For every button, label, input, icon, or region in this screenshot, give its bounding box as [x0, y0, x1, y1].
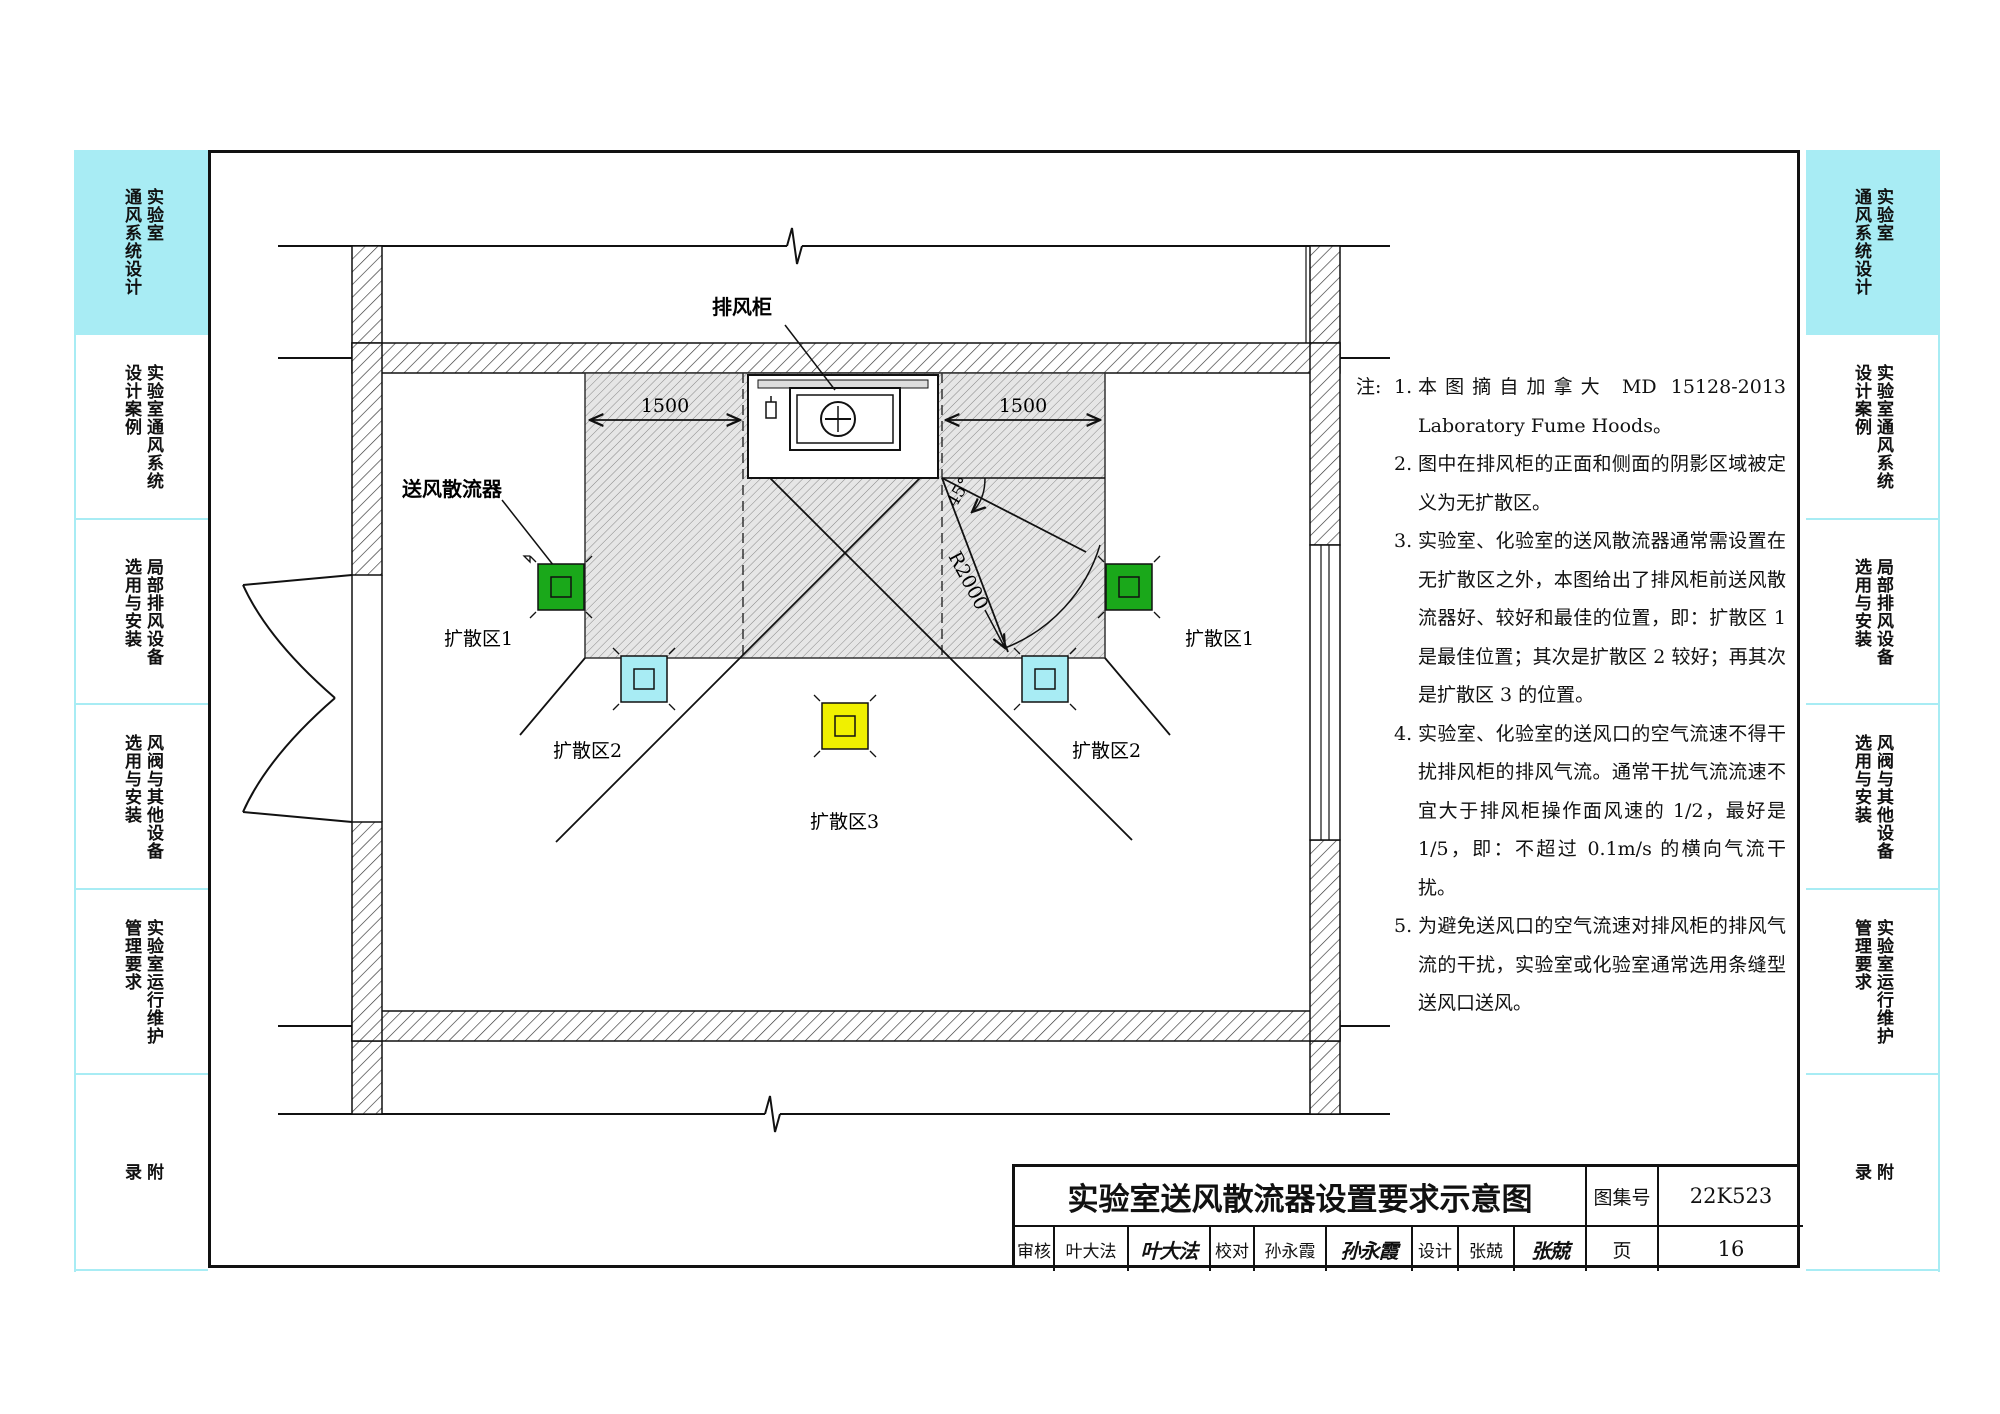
checker-signature: 孙永霞 — [1327, 1227, 1413, 1271]
diffuser-zone1-right — [1097, 555, 1161, 619]
right-section-tabs: 实验室 通风系统设计 实验室通风系统 设计案例 局部排风设备 选用与安装 风阀与… — [1806, 150, 1940, 1272]
drawing-title: 实验室送风散流器设置要求示意图 — [1015, 1167, 1587, 1227]
fume-hood — [747, 374, 939, 479]
tab-label: 局部排风设备 选用与安装 — [1851, 557, 1893, 666]
tab-label: 实验室通风系统 设计案例 — [121, 363, 163, 490]
diffuser-label: 送风散流器 — [402, 477, 503, 501]
dimension-right: 1500 — [999, 395, 1047, 417]
design-label: 设计 — [1413, 1227, 1459, 1271]
fume-hood-label: 排风柜 — [712, 295, 772, 319]
designer-signature: 张兢 — [1515, 1227, 1587, 1271]
check-label: 校对 — [1211, 1227, 1255, 1271]
diffuser-zone2-left — [612, 647, 676, 711]
note-number: 3. — [1394, 530, 1413, 552]
note-text: 实验室、化验室的送风散流器通常需设置在无扩散区之外，本图给出了排风柜前送风散流器… — [1418, 530, 1786, 706]
tab-lab-ventilation-design[interactable]: 实验室 通风系统设计 — [76, 150, 208, 335]
note-number: 5. — [1394, 915, 1413, 937]
designer-name: 张兢 — [1459, 1227, 1515, 1271]
checker-name: 孙永霞 — [1255, 1227, 1327, 1271]
tab-design-cases[interactable]: 实验室通风系统 设计案例 — [76, 335, 208, 520]
room-wall-left — [351, 821, 383, 1042]
notes-lead: 注: — [1356, 376, 1382, 398]
reviewer-signature: 叶大法 — [1129, 1227, 1211, 1271]
room-wall-top — [351, 342, 1341, 374]
tab-appendix[interactable]: 附 录 — [1806, 1075, 1938, 1271]
tab-label: 局部排风设备 选用与安装 — [121, 557, 163, 666]
tab-label: 实验室运行维护 管理要求 — [121, 918, 163, 1045]
wall-segment — [351, 245, 383, 359]
tab-design-cases[interactable]: 实验室通风系统 设计案例 — [1806, 335, 1938, 520]
diffusion-boundary-lines — [519, 477, 1171, 843]
room-wall-left — [351, 342, 383, 576]
page-number: 16 — [1717, 1237, 1745, 1261]
page-label: 页 — [1587, 1227, 1659, 1271]
tab-label: 实验室 通风系统设计 — [121, 187, 163, 296]
tab-appendix[interactable]: 附 录 — [76, 1075, 208, 1271]
note-number: 2. — [1394, 453, 1413, 475]
note-text: 实验室、化验室的送风口的空气流速不得干扰排风柜的排风气流。通常干扰气流流速不宜大… — [1418, 722, 1786, 899]
diffuser-zone3 — [813, 694, 877, 758]
note-item: 4. 实验室、化验室的送风口的空气流速不得干扰排风柜的排风气流。通常干扰气流流速… — [1356, 715, 1786, 908]
dimension-left: 1500 — [641, 395, 689, 417]
top-break-line — [278, 227, 1390, 265]
double-door — [242, 574, 383, 823]
review-label: 审核 — [1015, 1227, 1055, 1271]
tab-dampers[interactable]: 风阀与其他设备 选用与安装 — [76, 705, 208, 890]
diffuser-zone1-left — [522, 555, 593, 619]
atlas-number: 22K523 — [1659, 1167, 1803, 1227]
note-item: 注: 1. 本图摘自加拿大 MD 15128-2013 Laboratory F… — [1356, 368, 1786, 445]
tab-label: 风阀与其他设备 选用与安装 — [1851, 733, 1893, 860]
tab-lab-ventilation-design[interactable]: 实验室 通风系统设计 — [1806, 150, 1938, 335]
room-wall-right — [1309, 839, 1341, 1042]
tab-label: 附 录 — [1851, 1163, 1893, 1181]
note-number: 1. — [1394, 376, 1413, 398]
zone1-left-label: 扩散区1 — [444, 628, 513, 650]
bottom-break-line — [278, 1095, 1390, 1133]
tab-local-exhaust[interactable]: 局部排风设备 选用与安装 — [76, 520, 208, 705]
zone1-right-label: 扩散区1 — [1185, 628, 1254, 650]
tab-dampers[interactable]: 风阀与其他设备 选用与安装 — [1806, 705, 1938, 890]
note-item: 5. 为避免送风口的空气流速对排风柜的排风气流的干扰，实验室或化验室通常选用条缝… — [1356, 907, 1786, 1023]
tab-label: 风阀与其他设备 选用与安装 — [121, 733, 163, 860]
reviewer-name: 叶大法 — [1055, 1227, 1129, 1271]
tab-label: 实验室通风系统 设计案例 — [1851, 363, 1893, 490]
note-text: 为避免送风口的空气流速对排风柜的排风气流的干扰，实验室或化验室通常选用条缝型送风… — [1418, 915, 1786, 1014]
note-text: 本图摘自加拿大 MD 15128-2013 Laboratory Fume Ho… — [1418, 376, 1786, 437]
drawing-notes: 注: 1. 本图摘自加拿大 MD 15128-2013 Laboratory F… — [1356, 368, 1786, 1023]
zone3-label: 扩散区3 — [810, 811, 879, 833]
tab-operation[interactable]: 实验室运行维护 管理要求 — [1806, 890, 1938, 1075]
diffuser-zone2-right — [1013, 647, 1077, 711]
atlas-label: 图集号 — [1587, 1167, 1659, 1227]
wall-segment — [1309, 245, 1341, 359]
tab-local-exhaust[interactable]: 局部排风设备 选用与安装 — [1806, 520, 1938, 705]
note-number: 4. — [1394, 722, 1413, 745]
tab-label: 附 录 — [121, 1163, 163, 1181]
tab-operation[interactable]: 实验室运行维护 管理要求 — [76, 890, 208, 1075]
tab-label: 实验室 通风系统设计 — [1851, 187, 1893, 296]
room-wall-right — [1309, 342, 1341, 546]
note-item: 2. 图中在排风柜的正面和侧面的阴影区域被定义为无扩散区。 — [1356, 445, 1786, 522]
note-item: 3. 实验室、化验室的送风散流器通常需设置在无扩散区之外，本图给出了排风柜前送风… — [1356, 522, 1786, 715]
tab-label: 实验室运行维护 管理要求 — [1851, 918, 1893, 1045]
drawing-frame — [208, 150, 1800, 1268]
zone2-right-label: 扩散区2 — [1072, 740, 1141, 762]
room-wall-bottom — [351, 1010, 1341, 1042]
zone2-left-label: 扩散区2 — [553, 740, 622, 762]
window — [1309, 544, 1341, 841]
title-block: 实验室送风散流器设置要求示意图 图集号 22K523 审核 叶大法 叶大法 校对… — [1012, 1164, 1803, 1271]
note-text: 图中在排风柜的正面和侧面的阴影区域被定义为无扩散区。 — [1418, 453, 1786, 514]
left-section-tabs: 实验室 通风系统设计 实验室通风系统 设计案例 局部排风设备 选用与安装 风阀与… — [74, 150, 208, 1272]
